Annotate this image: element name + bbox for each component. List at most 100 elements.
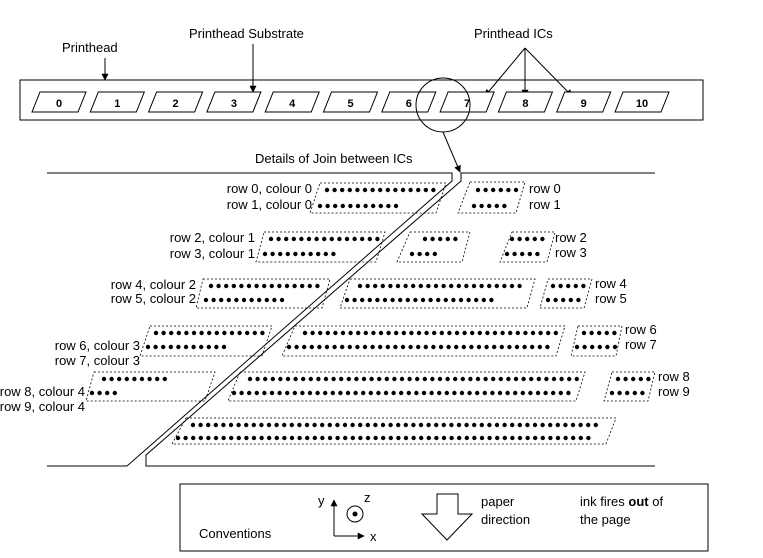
nozzle-dot: [314, 236, 319, 242]
nozzle-dot: [357, 283, 363, 289]
left-row-label: row 1, colour 0: [227, 197, 312, 212]
nozzle-dot: [517, 283, 522, 289]
right-row-label: row 5: [595, 291, 627, 306]
nozzle-dot: [464, 435, 469, 441]
nozzle-dot: [529, 376, 534, 382]
nozzle-dot: [145, 344, 151, 350]
nozzle-dot: [358, 422, 363, 428]
nozzle-dot: [332, 187, 337, 193]
ic-number: 8: [522, 98, 528, 110]
right-row-label: row 9: [658, 384, 690, 399]
nozzle-row-outline: [309, 182, 447, 214]
nozzle-dot: [300, 390, 305, 396]
nozzle-dot: [262, 390, 267, 396]
nozzle-dot: [300, 283, 305, 289]
nozzle-dot: [432, 330, 437, 336]
nozzle-dot: [446, 344, 451, 350]
nozzle-dot: [333, 330, 338, 336]
nozzle-dot: [132, 376, 137, 382]
nozzle-dot: [378, 330, 384, 336]
z-axis-circle: [346, 505, 364, 523]
nozzle-dot: [582, 344, 587, 350]
nozzle-dot: [322, 236, 327, 242]
printhead-ic: [322, 91, 379, 113]
substrate-label: Printhead Substrate: [189, 26, 304, 41]
nozzle-dot: [459, 390, 465, 396]
nozzle-dot: [282, 422, 287, 428]
nozzle-dot: [213, 422, 218, 428]
nozzle-dot: [464, 283, 469, 289]
nozzle-dot: [467, 390, 472, 396]
nozzle-dot: [483, 376, 488, 382]
nozzle-dot: [447, 330, 452, 336]
nozzle-dot: [544, 376, 549, 382]
nozzle-dot: [405, 297, 410, 303]
nozzle-dot: [229, 435, 234, 441]
printhead-ic: [439, 91, 495, 113]
nozzle-dot: [176, 330, 181, 336]
ink-fires-line2: the page: [580, 512, 631, 527]
nozzle-dot: [571, 435, 576, 441]
nozzle-dot: [244, 422, 249, 428]
nozzle-dot: [498, 376, 503, 382]
nozzle-dot: [285, 390, 290, 396]
nozzle-dot: [398, 297, 403, 303]
nozzle-dot: [183, 435, 188, 441]
nozzle-dot: [324, 187, 330, 193]
nozzle-dot: [566, 390, 571, 396]
nozzle-dot: [489, 297, 494, 303]
nozzle-dot: [382, 297, 388, 303]
nozzle-dot: [604, 330, 609, 336]
right-ic-edge: [145, 172, 655, 467]
nozzle-dot: [472, 422, 477, 428]
nozzle-dot: [365, 422, 370, 428]
nozzle-dot: [558, 390, 563, 396]
nozzle-dot: [593, 422, 598, 428]
nozzle-dot: [586, 422, 591, 428]
nozzle-dot: [395, 283, 401, 289]
nozzle-dot: [371, 203, 376, 209]
left-row-label: row 8, colour 4: [0, 384, 85, 399]
nozzle-dot: [522, 344, 527, 350]
nozzle-dot: [426, 435, 431, 441]
right-row-label: row 1: [529, 197, 561, 212]
nozzle-dot: [392, 376, 397, 382]
nozzle-dot: [609, 390, 615, 396]
nozzle-dot: [362, 344, 368, 350]
nozzle-dot: [375, 236, 380, 242]
nozzle-dot: [532, 422, 538, 428]
nozzle-dot: [617, 390, 622, 396]
nozzle-dot: [508, 330, 513, 336]
nozzle-dot: [365, 435, 371, 441]
nozzle-dot: [278, 251, 283, 257]
printhead-ic: [206, 91, 262, 113]
nozzle-dot: [548, 422, 553, 428]
nozzle-dot: [391, 390, 396, 396]
nozzle-dot: [355, 187, 360, 193]
nozzle-dot: [254, 390, 259, 396]
nozzle-dot: [312, 435, 317, 441]
nozzle-dot: [221, 435, 226, 441]
nozzle-dot: [330, 390, 335, 396]
nozzle-dot: [574, 376, 579, 382]
nozzle-dot: [401, 330, 406, 336]
nozzle-dot: [282, 435, 287, 441]
nozzle-dot: [517, 435, 523, 441]
nozzle-dot: [550, 283, 556, 289]
nozzle-dot: [393, 344, 398, 350]
y-axis-label: y: [318, 493, 325, 508]
nozzle-dot: [323, 376, 329, 382]
nozzle-dot: [162, 376, 167, 382]
nozzle-dot: [444, 390, 449, 396]
nozzle-dot: [241, 297, 247, 303]
nozzle-dot: [483, 187, 488, 193]
nozzle-dot: [124, 376, 129, 382]
nozzle-dot: [337, 236, 342, 242]
nozzle-dot: [385, 187, 390, 193]
nozzle-dot: [492, 344, 497, 350]
nozzle-dot: [367, 297, 372, 303]
nozzle-dot: [458, 297, 464, 303]
nozzle-dot: [471, 203, 477, 209]
left-row-label: row 2, colour 1: [170, 230, 255, 245]
nozzle-dot: [479, 422, 484, 428]
